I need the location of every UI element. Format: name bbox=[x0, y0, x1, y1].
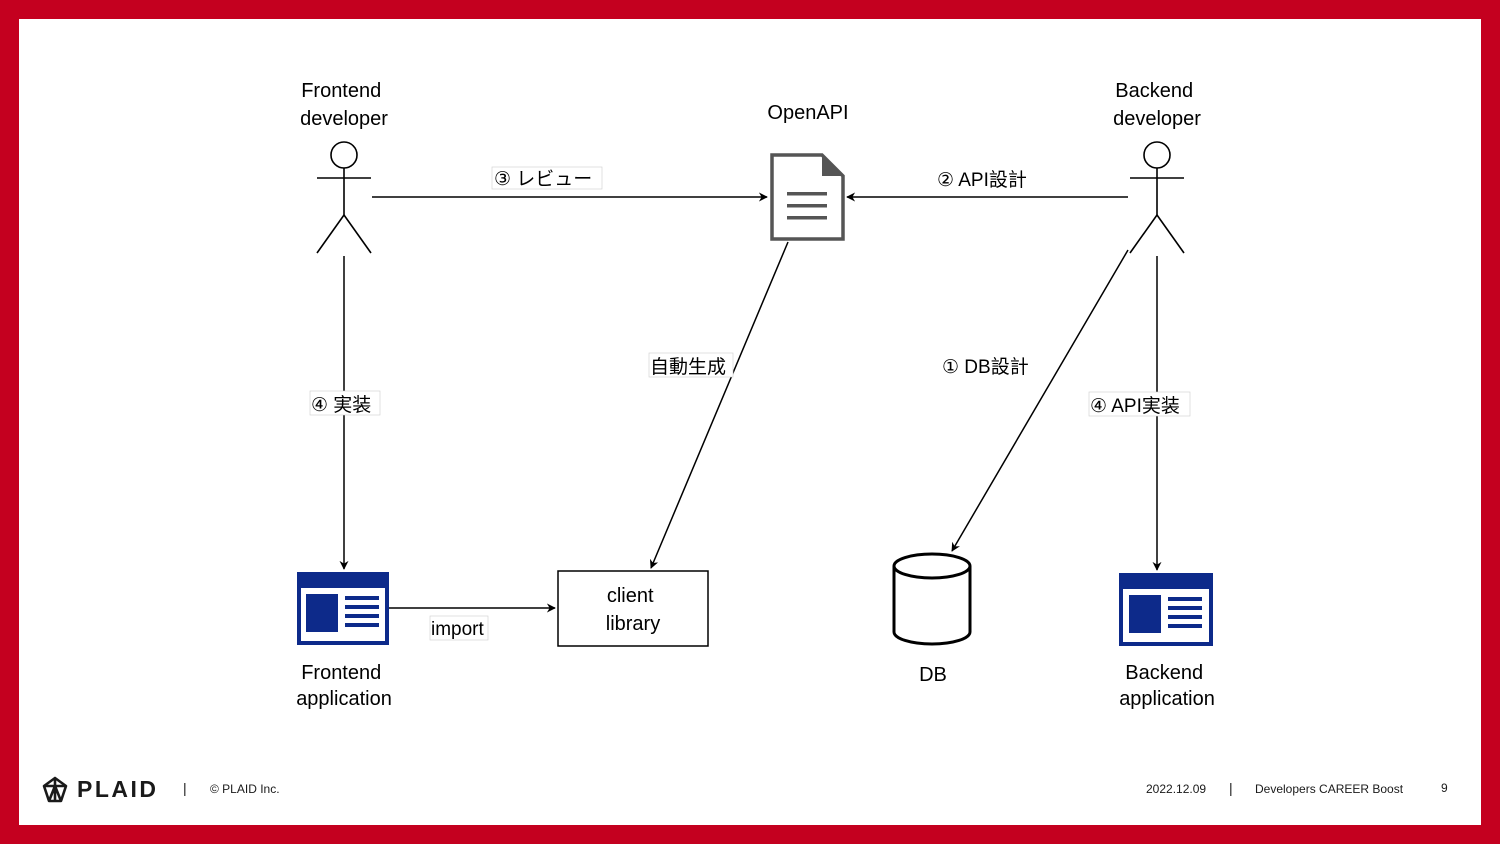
backend-application-window-icon bbox=[1119, 573, 1213, 646]
svg-text:自動生成: 自動生成 bbox=[650, 356, 726, 378]
plaid-logo-icon bbox=[42, 776, 68, 803]
edge-label-db-design: ① DB設計 bbox=[942, 356, 1029, 378]
svg-text:③ レビュー: ③ レビュー bbox=[494, 168, 592, 190]
svg-text:① DB設計: ① DB設計 bbox=[942, 356, 1029, 378]
document-icon bbox=[770, 153, 845, 241]
db-label: DB bbox=[919, 664, 947, 686]
edge-label-api-impl: ④ API実装 bbox=[1088, 391, 1191, 417]
svg-text:import: import bbox=[431, 619, 485, 640]
frontend-application-window-icon bbox=[297, 572, 389, 645]
edge-label-review: ③ レビュー bbox=[491, 166, 603, 190]
svg-text:④ 実装: ④ 実装 bbox=[311, 394, 371, 416]
backend-developer-label: Backend developer bbox=[1113, 80, 1201, 130]
edge-db-design bbox=[951, 249, 1129, 552]
backend-developer-person-icon bbox=[1129, 141, 1185, 254]
db-node: DB bbox=[892, 552, 972, 686]
backend-developer-node: Backend developer bbox=[1113, 80, 1201, 254]
client-library-box bbox=[557, 570, 709, 647]
slide bbox=[19, 19, 1481, 825]
frontend-developer-label: Frontend developer bbox=[300, 80, 388, 130]
frontend-application-node: Frontend application bbox=[296, 572, 392, 710]
openapi-label: OpenAPI bbox=[767, 102, 848, 124]
frontend-developer-node: Frontend developer bbox=[300, 80, 388, 254]
edge-label-import: import bbox=[429, 615, 489, 641]
openapi-node: OpenAPI bbox=[767, 102, 849, 241]
frontend-developer-person-icon bbox=[316, 141, 372, 254]
edge-label-frontend-impl: ④ 実装 bbox=[309, 390, 381, 416]
edge-autogen bbox=[649, 241, 789, 569]
client-library-label: client library bbox=[606, 585, 660, 635]
database-icon bbox=[892, 552, 972, 646]
client-library-node: client library bbox=[557, 570, 709, 647]
edge-label-autogen: 自動生成 bbox=[648, 352, 734, 378]
svg-text:④ API実装: ④ API実装 bbox=[1090, 395, 1180, 417]
backend-application-node: Backend application bbox=[1119, 573, 1215, 710]
edge-label-api-design: ② API設計 bbox=[937, 169, 1027, 191]
frontend-application-label: Frontend application bbox=[296, 662, 392, 710]
svg-text:② API設計: ② API設計 bbox=[937, 169, 1027, 191]
backend-application-label: Backend application bbox=[1119, 662, 1215, 710]
